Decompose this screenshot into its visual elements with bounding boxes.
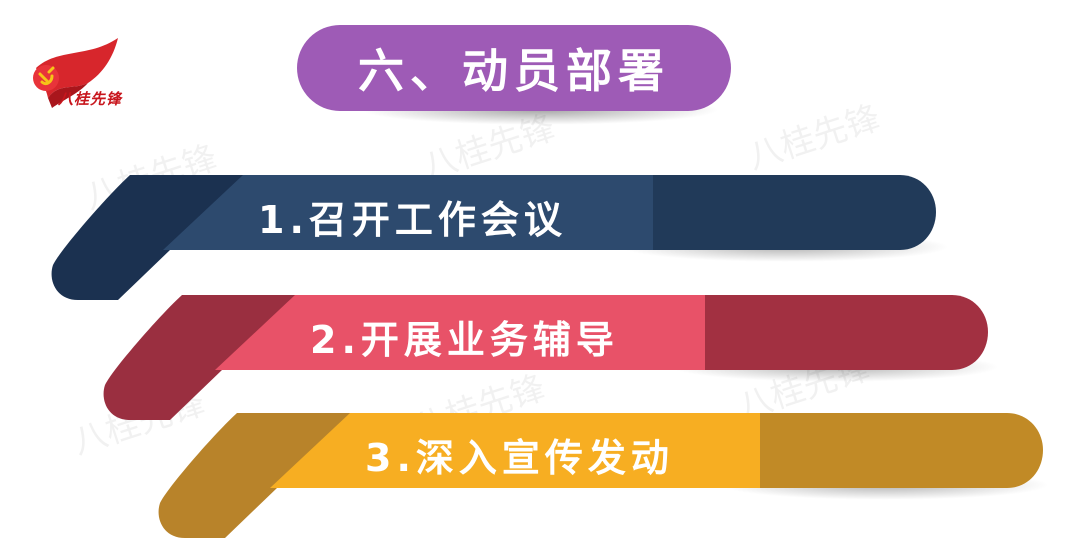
ribbon-2-main [215,295,705,370]
ribbon-1-tail [51,175,248,300]
ribbon-2-tail [103,295,300,420]
ribbon-1-end [653,175,936,250]
ribbon-2-label: 2.开展业务辅导 [310,318,619,362]
watermark-3: 八桂先锋 [743,97,885,178]
logo [18,28,138,118]
ribbon-item-3: 3.深入宣传发动 [155,413,1045,538]
flag-icon [33,38,118,108]
ribbon-item-2: 2.开展业务辅导 [100,295,990,420]
ribbon-3-main [270,413,760,488]
ribbon-item-1: 1.召开工作会议 [48,175,938,300]
page-title: 六、动员部署 [358,44,670,98]
ribbon-3-label: 3.深入宣传发动 [365,436,674,480]
ribbon-3-end [760,413,1043,488]
ribbon-2-end [705,295,988,370]
ribbon-3-tail [158,413,355,538]
ribbon-1-main [163,175,653,250]
logo-text: 八桂先锋 [58,90,123,108]
title-banner: 六、动员部署 [297,25,731,111]
ribbon-1-label: 1.召开工作会议 [258,198,567,242]
